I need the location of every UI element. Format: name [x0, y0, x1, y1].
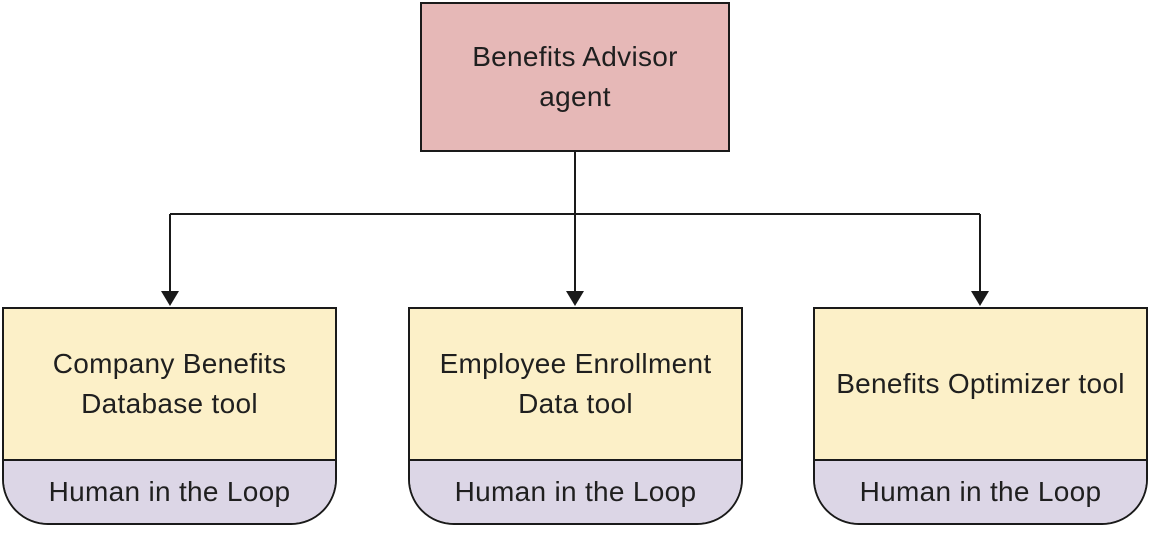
agent-node-label: Benefits Advisor agent	[472, 41, 678, 112]
tool-node-header: Employee Enrollment Data tool	[410, 309, 741, 461]
human-in-the-loop-label: Human in the Loop	[48, 476, 291, 507]
tool-node-header: Benefits Optimizer tool	[815, 309, 1146, 461]
company-benefits-database-tool-node[interactable]: Company Benefits Database tool Human in …	[2, 307, 337, 525]
benefits-advisor-agent-node[interactable]: Benefits Advisor agent	[420, 2, 730, 152]
arrowhead-left-icon	[161, 291, 179, 306]
tool-node-label: Benefits Optimizer tool	[836, 368, 1125, 399]
employee-enrollment-data-tool-node[interactable]: Employee Enrollment Data tool Human in t…	[408, 307, 743, 525]
tool-node-header: Company Benefits Database tool	[4, 309, 335, 461]
human-in-the-loop-section: Human in the Loop	[815, 461, 1146, 523]
arrowhead-right-icon	[971, 291, 989, 306]
tool-node-label: Employee Enrollment Data tool	[439, 348, 712, 419]
human-in-the-loop-section: Human in the Loop	[410, 461, 741, 523]
human-in-the-loop-label: Human in the Loop	[454, 476, 697, 507]
human-in-the-loop-label: Human in the Loop	[859, 476, 1102, 507]
tool-node-label: Company Benefits Database tool	[52, 348, 287, 419]
benefits-optimizer-tool-node[interactable]: Benefits Optimizer tool Human in the Loo…	[813, 307, 1148, 525]
arrowhead-center-icon	[566, 291, 584, 306]
human-in-the-loop-section: Human in the Loop	[4, 461, 335, 523]
